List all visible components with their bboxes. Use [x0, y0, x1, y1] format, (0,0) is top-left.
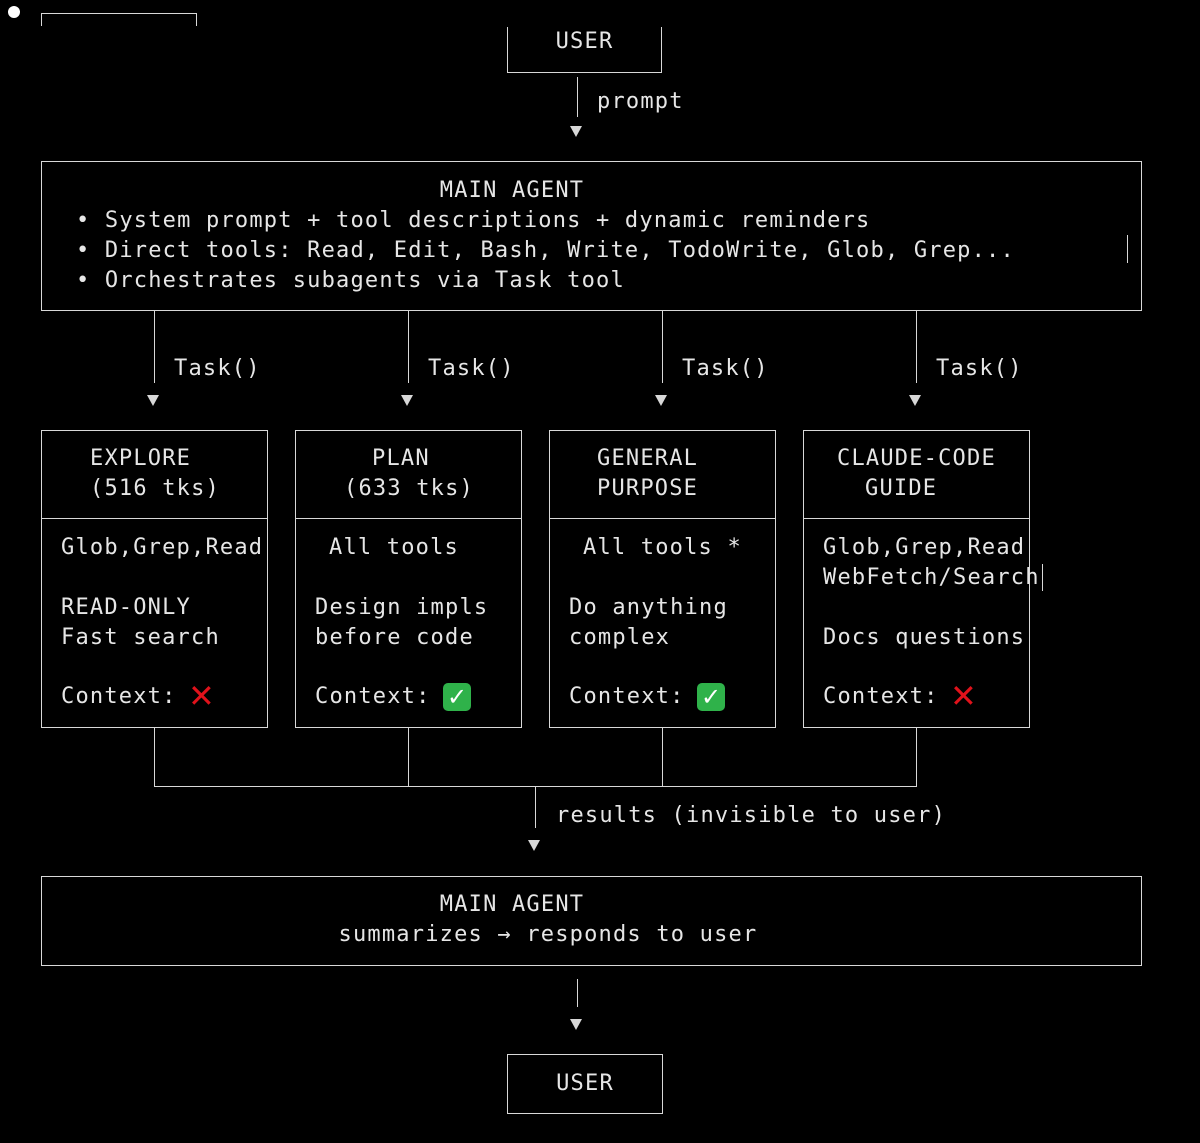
subagent-desc: READ-ONLY: [61, 595, 192, 620]
subagent-tokens: (516 tks): [90, 476, 221, 501]
subagent-tools: Glob,Grep,Read: [823, 535, 1026, 560]
subagent-desc: Fast search: [61, 625, 220, 650]
final-agent-subtitle: summarizes → responds to user: [338, 922, 758, 947]
subagent-tools: WebFetch/Search: [823, 565, 1040, 590]
subagent-tools: All tools *: [583, 535, 742, 560]
subagent-title: GENERAL: [597, 446, 699, 471]
task-label: Task(): [174, 356, 261, 381]
window-dot-icon: [8, 6, 20, 18]
subagent-desc: before code: [315, 625, 474, 650]
bullet-text: Direct tools: Read, Edit, Bash, Write, T…: [104, 238, 1015, 263]
bullet-item: • Direct tools: Read, Edit, Bash, Write,…: [76, 236, 1015, 266]
cross-mark-icon: ✕: [950, 677, 977, 715]
subagent-title: GUIDE: [865, 476, 938, 501]
subagent-title: PLAN: [372, 446, 430, 471]
subagent-desc: Design impls: [315, 595, 489, 620]
bullet-icon: •: [76, 238, 91, 263]
task-arrow-icon: [401, 395, 413, 406]
check-mark-icon: ✓: [697, 683, 725, 711]
main-agent-title: MAIN AGENT: [439, 178, 585, 203]
bullet-item: • System prompt + tool descriptions + dy…: [76, 206, 871, 236]
final-agent-title: MAIN AGENT: [439, 892, 585, 917]
subagent-desc: complex: [569, 625, 671, 650]
prompt-arrow-icon: [570, 126, 582, 137]
check-mark-icon: ✓: [443, 683, 471, 711]
bullet-icon: •: [76, 208, 91, 233]
subagent-tools: All tools: [329, 535, 460, 560]
bottom-user-label: USER: [556, 1071, 614, 1096]
bullet-item: • Orchestrates subagents via Task tool: [76, 266, 625, 296]
subagent-tokens: (633 tks): [344, 476, 475, 501]
task-connector: [916, 311, 917, 383]
task-arrow-icon: [147, 395, 159, 406]
bottom-user-box: [507, 1054, 663, 1114]
bullet-icon: •: [76, 268, 91, 293]
subagent-tools: Glob,Grep,Read: [61, 535, 264, 560]
prompt-connector: [577, 77, 578, 117]
top-left-tick-left: [41, 13, 42, 26]
context-label: Context:: [823, 684, 939, 709]
results-arrow-icon: [528, 840, 540, 851]
subagent-title: CLAUDE-CODE: [837, 446, 996, 471]
task-label: Task(): [682, 356, 769, 381]
bullet-text: Orchestrates subagents via Task tool: [104, 268, 625, 293]
response-connector: [577, 979, 578, 1007]
task-label: Task(): [936, 356, 1023, 381]
task-arrow-icon: [909, 395, 921, 406]
task-arrow-icon: [655, 395, 667, 406]
top-left-line: [41, 13, 196, 14]
subagent-title: EXPLORE: [90, 446, 192, 471]
task-connector: [154, 311, 155, 383]
task-connector: [408, 311, 409, 383]
final-agent-box: [41, 876, 1142, 966]
context-label: Context:: [61, 684, 177, 709]
task-connector: [662, 311, 663, 383]
results-label: results (invisible to user): [556, 803, 947, 828]
subagent-desc: Do anything: [569, 595, 728, 620]
main-agent-stray-line: [1127, 235, 1128, 263]
cross-mark-icon: ✕: [188, 677, 215, 715]
top-user-label: USER: [555, 29, 614, 54]
subagent-title: PURPOSE: [597, 476, 699, 501]
response-arrow-icon: [570, 1019, 582, 1030]
context-label: Context:: [315, 684, 431, 709]
bullet-text: System prompt + tool descriptions + dyna…: [104, 208, 871, 233]
prompt-label: prompt: [597, 89, 684, 114]
subagent-desc: Docs questions: [823, 625, 1026, 650]
context-label: Context:: [569, 684, 685, 709]
task-label: Task(): [428, 356, 515, 381]
main-agent-box: [41, 161, 1142, 311]
top-left-tick-right: [196, 13, 197, 26]
